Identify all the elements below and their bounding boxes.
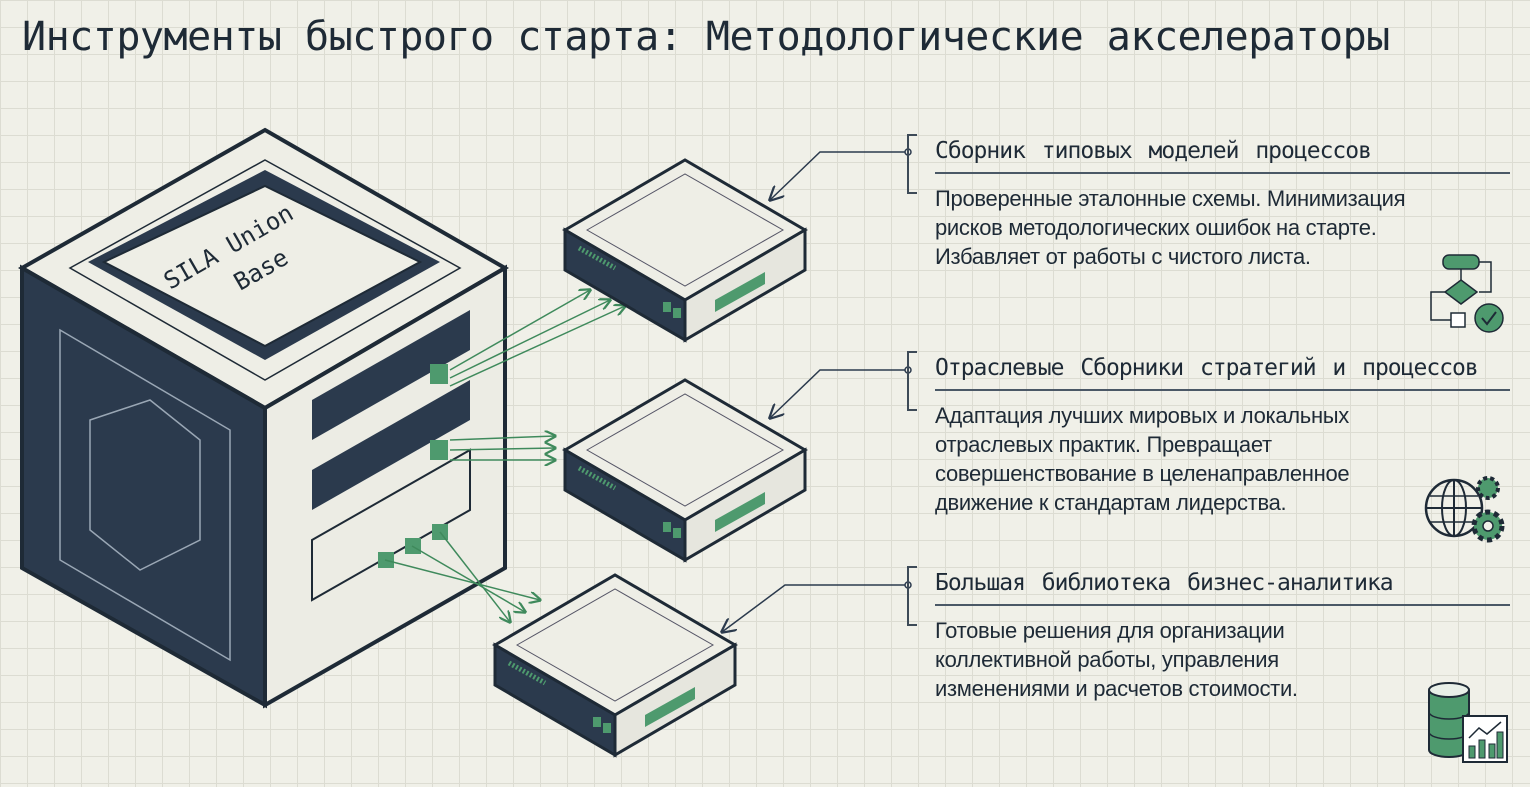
section-heading: Большая библиотека бизнес-аналитика: [935, 570, 1510, 606]
section-text: Адаптация лучших мировых и локальных отр…: [935, 403, 1350, 515]
bracket-decoration: [907, 351, 919, 411]
section-text: Готовые решения для организации коллекти…: [935, 618, 1298, 701]
section-heading: Отраслевые Сборники стратегий и процессо…: [935, 355, 1510, 391]
drive-process-models: [565, 160, 805, 340]
section-text: Проверенные эталонные схемы. Минимизация…: [935, 186, 1406, 269]
connection-arrows: [384, 290, 625, 622]
page-title: Инструменты быстрого старта: Методологич…: [22, 14, 1390, 60]
section-industry-collections: Отраслевые Сборники стратегий и процессо…: [907, 351, 1510, 517]
section-analyst-library: Большая библиотека бизнес-аналитика Гото…: [907, 566, 1510, 703]
bracket-decoration: [907, 134, 919, 194]
bracket-decoration: [907, 566, 919, 626]
section-heading: Сборник типовых моделей процессов: [935, 138, 1510, 174]
database-chart-icon: [1428, 682, 1508, 763]
flowchart-icon: [1430, 254, 1504, 333]
hub-cube: SILA Union Base: [17, 127, 509, 709]
section-process-models: Сборник типовых моделей процессов Провер…: [907, 134, 1510, 271]
globe-gears-icon: [1424, 476, 1505, 543]
drive-industry-collections: [565, 380, 805, 560]
drive-analyst-library: [495, 575, 735, 755]
